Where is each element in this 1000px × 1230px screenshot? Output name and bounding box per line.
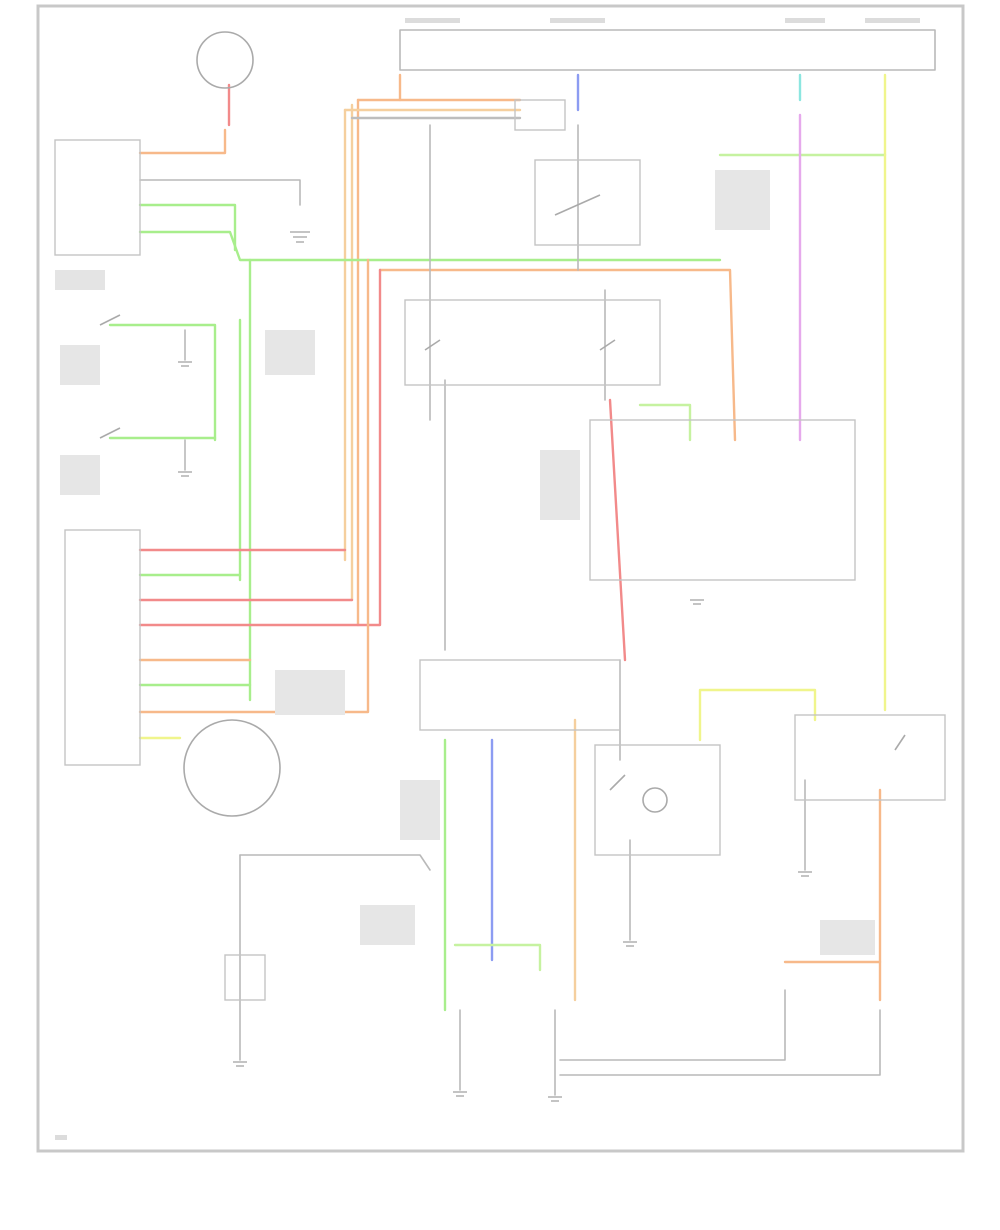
relay-box-top (534, 159, 641, 246)
wire-red-center (608, 398, 627, 662)
switch-icon-2 (99, 427, 121, 439)
faded-label (820, 920, 875, 955)
symbol-layer (99, 31, 906, 1102)
wire-green-sw1 (108, 323, 217, 442)
faded-label (55, 1135, 67, 1140)
wire-orange-h7 (138, 258, 370, 714)
ground-icon-1 (290, 231, 310, 243)
faded-label-layer (55, 18, 920, 1140)
wire-ltgreen-relay (638, 403, 692, 442)
wire-red-h4 (138, 268, 382, 627)
faded-label (265, 330, 315, 375)
ground-icon-5 (798, 871, 812, 877)
diagram-frame (36, 4, 965, 1153)
faded-label (360, 905, 415, 945)
ground-icon-6 (453, 1091, 467, 1097)
connector-box-lower-right (794, 714, 946, 801)
wire-black-11 (559, 989, 786, 1061)
faded-label (865, 18, 920, 23)
wire-yellow-lower (698, 688, 817, 742)
faded-label (400, 780, 440, 840)
wire-black-10 (559, 1009, 881, 1076)
switch-icon-6 (609, 774, 626, 791)
motor-icon (183, 719, 281, 817)
module-box-right (589, 419, 856, 581)
ground-icon-9 (690, 599, 704, 605)
wire-green-1 (138, 203, 237, 252)
ground-icon-8 (233, 1061, 247, 1067)
faded-label (60, 455, 100, 495)
wire-black-1 (139, 179, 301, 206)
ground-icon-7 (548, 1096, 562, 1102)
wire-black-top-bus (399, 29, 936, 71)
fuse-block-top (514, 99, 566, 131)
wire-layer (108, 73, 887, 1012)
black-wire-layer (139, 29, 936, 1096)
relay-box-lower (594, 744, 721, 856)
component-layer (54, 99, 946, 1001)
ground-icon-3 (178, 471, 192, 477)
wire-orange-crossing (378, 268, 737, 442)
faded-label (550, 18, 605, 23)
switch-icon-5 (599, 339, 616, 351)
connector-box-left-bottom (64, 529, 141, 766)
faded-label (540, 450, 580, 520)
wire-black-8 (239, 854, 431, 871)
relay-coil-icon (642, 787, 668, 813)
faded-label (405, 18, 460, 23)
control-box-lower-center (419, 659, 621, 731)
faded-label (275, 670, 345, 715)
switch-icon-3 (554, 194, 601, 216)
faded-label (55, 270, 105, 290)
switch-icon-7 (894, 734, 906, 751)
faded-label (715, 170, 770, 230)
switch-box-center (404, 299, 661, 386)
connector-bottom-left (224, 954, 266, 1001)
wire-green-2 (138, 230, 722, 262)
sensor-icon (196, 31, 254, 89)
switch-icon-1 (99, 314, 121, 326)
ground-icon-4 (623, 941, 637, 947)
wire-ltgreen-lower (453, 943, 542, 972)
faded-label (785, 18, 825, 23)
switch-icon-4 (424, 339, 441, 351)
faded-label (60, 345, 100, 385)
ground-icon-2 (178, 361, 192, 367)
connector-box-left-top (54, 139, 141, 256)
wire-orange-top (138, 128, 227, 155)
